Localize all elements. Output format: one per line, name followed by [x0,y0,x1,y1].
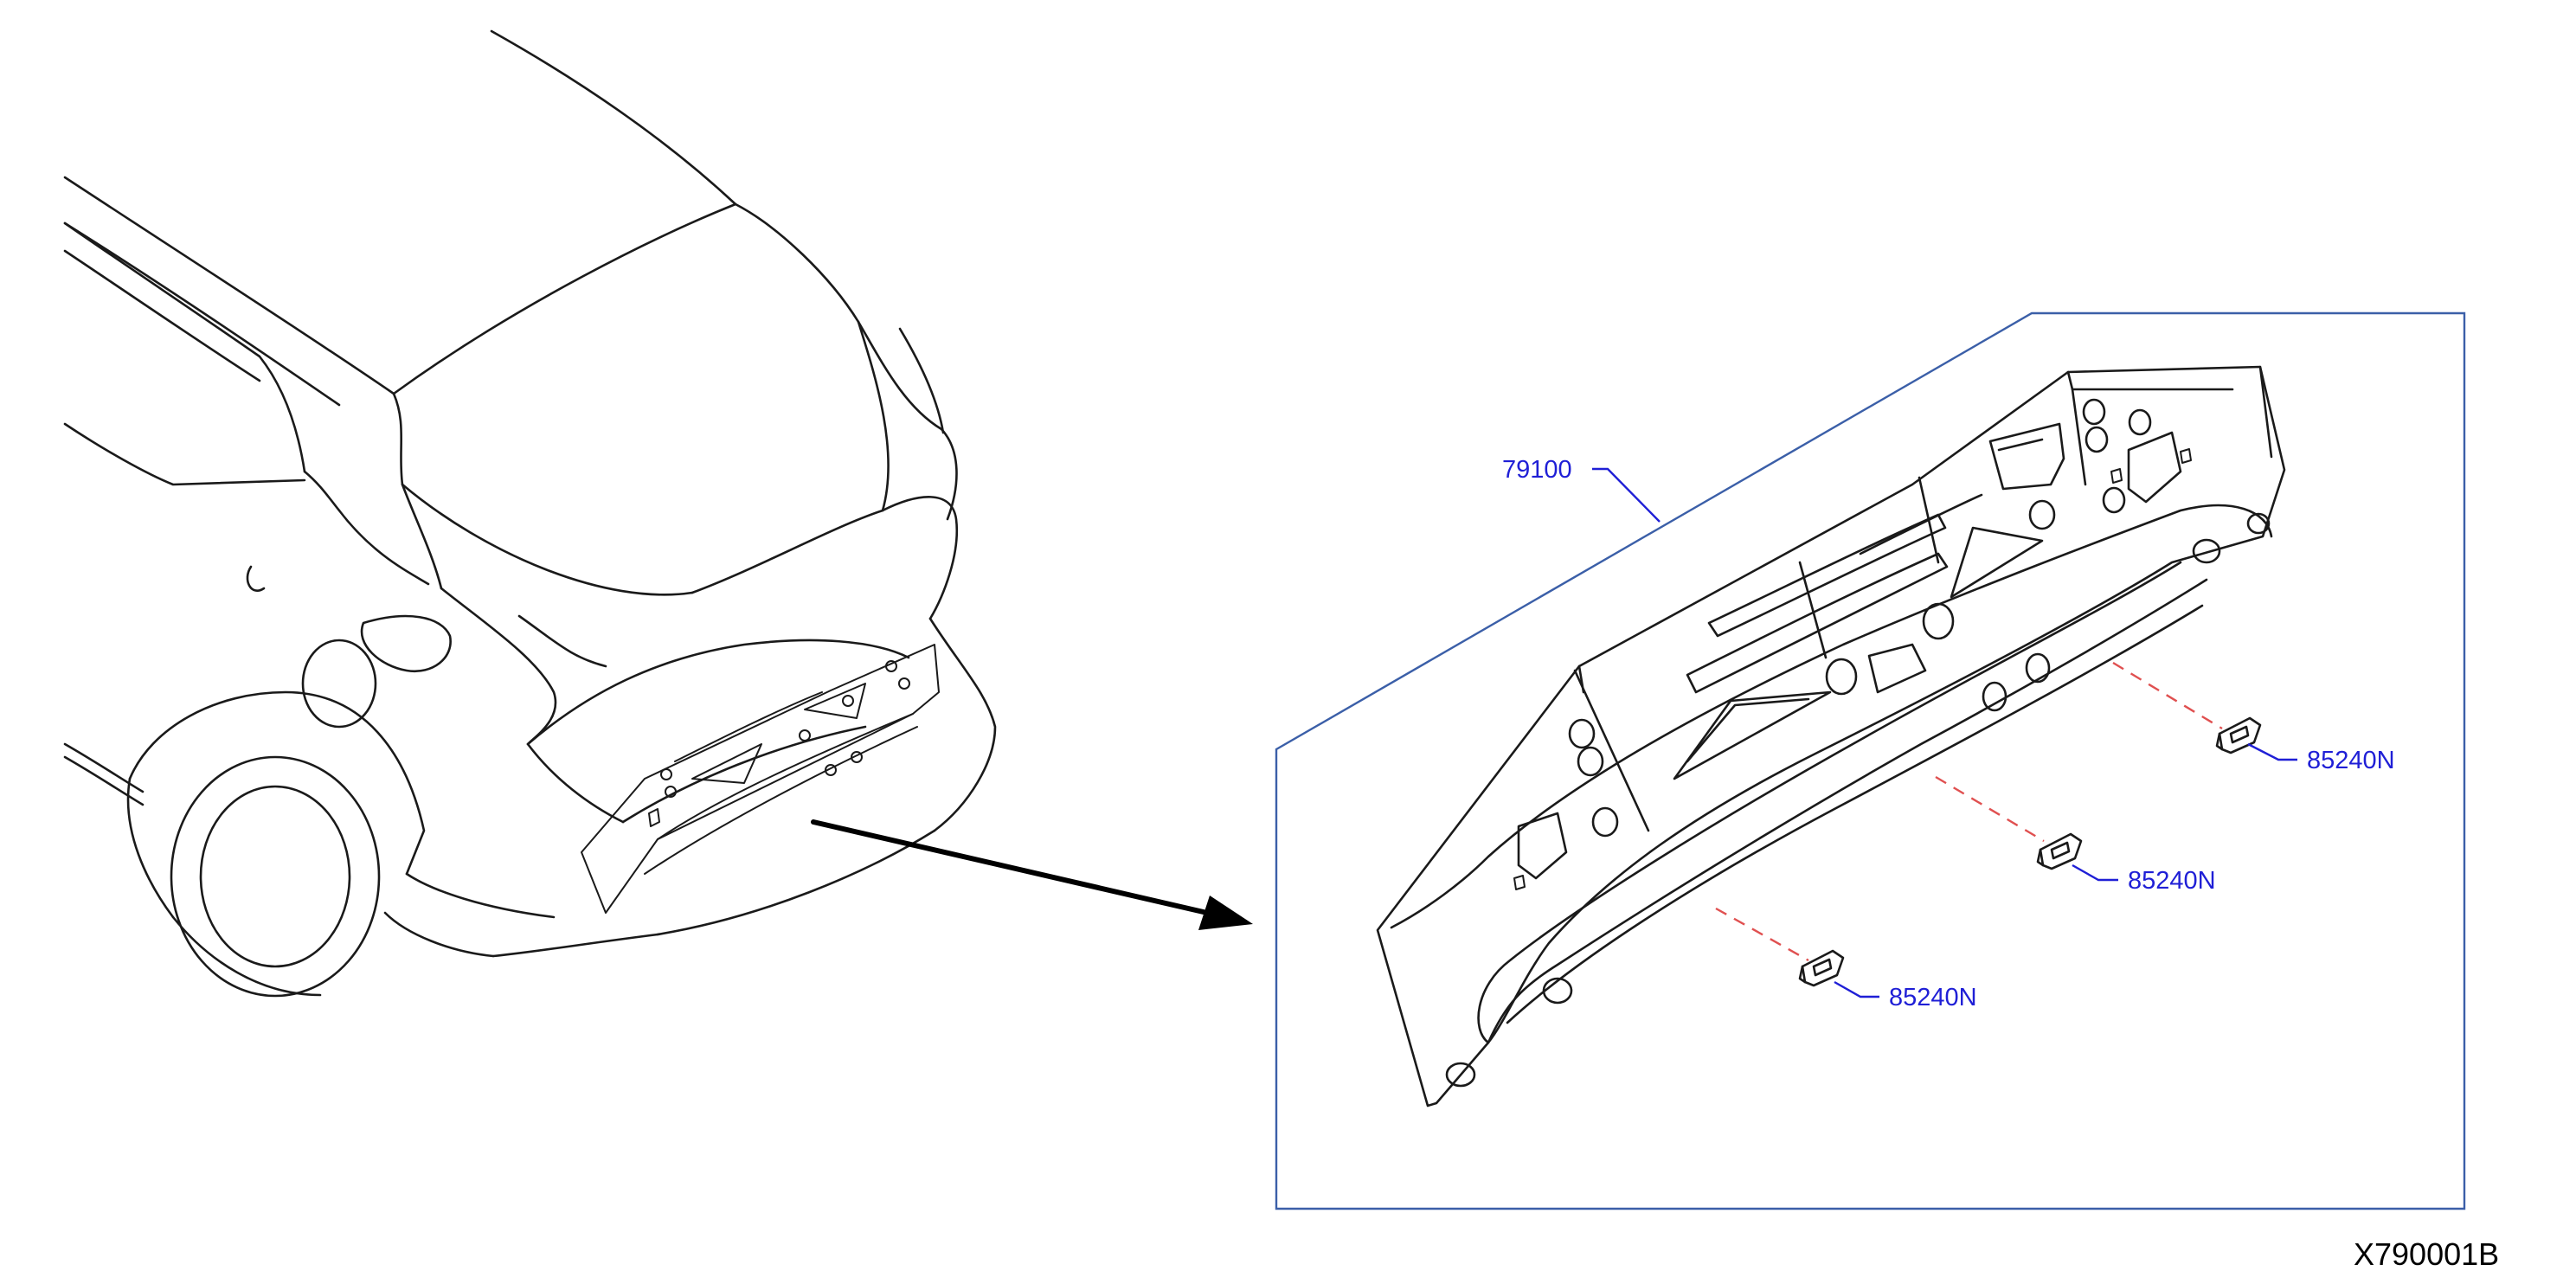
part-label-clip-2: 85240N [2128,867,2216,895]
leader-clip-2 [2072,863,2118,882]
detail-arrow [811,819,1253,930]
leader-79100 [1592,467,1661,523]
detail-view-box [1275,311,2466,1210]
clip-85240n-2 [2036,832,2083,870]
assembly-line-3 [1715,907,1809,962]
rear-panel-part [1376,365,2286,1107]
leader-clip-1 [2247,742,2297,761]
assembly-line-2 [1935,775,2045,843]
leader-clip-3 [1834,980,1879,998]
clip-85240n-3 [1798,949,1845,987]
part-label-clip-1: 85240N [2307,747,2395,774]
part-label-clip-3: 85240N [1889,984,1977,1011]
assembly-line-1 [2112,661,2223,730]
part-label-79100: 79100 [1502,456,1572,484]
figure-id: X790001B [2354,1236,2499,1272]
clip-85240n-1 [2215,716,2262,754]
vehicle-rear-outline [63,29,997,998]
